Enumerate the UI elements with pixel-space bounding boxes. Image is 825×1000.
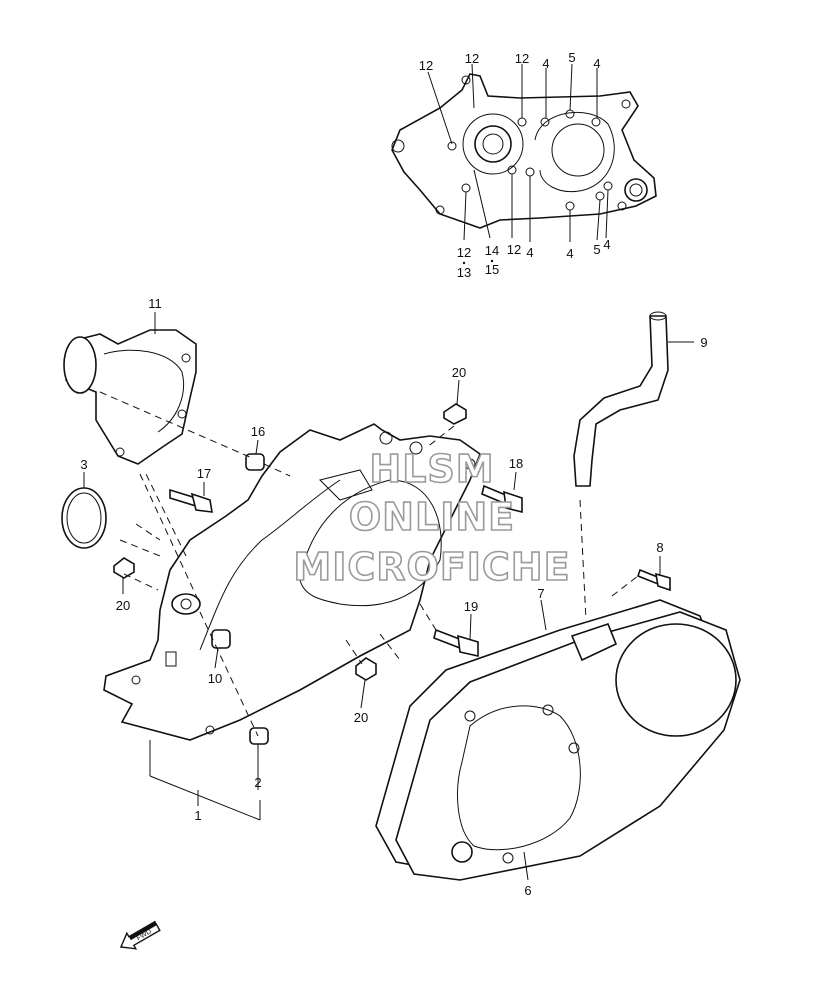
callout-12-inset-c: 12 [515, 51, 529, 66]
callout-12-inset-lower-a: 12 [457, 245, 471, 260]
callout-12-inset-b: 12 [465, 51, 479, 66]
dowel-10 [211, 629, 231, 649]
hose-9 [573, 311, 669, 487]
watermark-line-3: MICROFICHE [293, 545, 570, 589]
water-pump-housing [63, 329, 197, 465]
dowel-2 [249, 727, 269, 745]
dowel-16 [245, 453, 265, 471]
callout-1: 1 [194, 808, 201, 823]
callout-7: 7 [537, 586, 544, 601]
bolt-8 [637, 568, 671, 592]
callout-4-inset-lower-b: 4 [566, 246, 573, 261]
callout-17: 17 [197, 466, 211, 481]
callout-20-upper: 20 [452, 365, 466, 380]
watermark-line-2: ONLINE [349, 495, 515, 539]
callout-4-inset-a: 4 [542, 56, 549, 71]
grommet-20-left [113, 557, 135, 579]
main-callouts: 11 9 20 16 3 17 18 8 20 7 19 10 20 2 1 6 [80, 296, 707, 898]
callout-4-inset-b: 4 [593, 56, 600, 71]
callout-5-inset: 5 [568, 50, 575, 65]
callout-16: 16 [251, 424, 265, 439]
callout-11: 11 [148, 296, 162, 311]
outer-cover-6 [395, 611, 741, 881]
callout-10: 10 [208, 671, 222, 686]
callout-8: 8 [656, 540, 663, 555]
callout-2: 2 [254, 775, 261, 790]
inset-callouts: 12 12 12 4 5 4 12 13 14 15 12 4 4 5 4 [419, 50, 611, 280]
callout-13: 13 [457, 265, 471, 280]
bolt-19 [433, 628, 479, 657]
bolt-17 [169, 488, 213, 513]
watermark-line-1: HLSM [369, 447, 494, 491]
callout-12-inset-lower-b: 12 [507, 242, 521, 257]
callout-5-inset-lower: 5 [593, 242, 600, 257]
bolt-18 [481, 484, 523, 514]
callout-19: 19 [464, 599, 478, 614]
callout-4-inset-lower-c: 4 [603, 237, 610, 252]
callout-6: 6 [524, 883, 531, 898]
callout-4-inset-lower-a: 4 [526, 245, 533, 260]
callout-3: 3 [80, 457, 87, 472]
grommet-20-lower [355, 657, 377, 681]
callout-15: 15 [485, 262, 499, 277]
fwd-label: FWD [136, 928, 153, 942]
inset-leaders [427, 63, 609, 242]
crankcase-inset [391, 73, 657, 229]
callout-20-lower: 20 [354, 710, 368, 725]
callout-14: 14 [485, 243, 499, 258]
callout-20-left: 20 [116, 598, 130, 613]
callout-18: 18 [509, 456, 523, 471]
callout-9: 9 [700, 335, 707, 350]
crankcase-cover [103, 423, 481, 741]
fwd-arrow: FWD [119, 920, 161, 950]
o-ring-3 [61, 487, 107, 549]
callout-12-inset-a: 12 [419, 58, 433, 73]
grommet-20-upper [443, 403, 467, 425]
leader-lines [83, 312, 694, 881]
watermark: HLSM ONLINE MICROFICHE [293, 446, 571, 590]
